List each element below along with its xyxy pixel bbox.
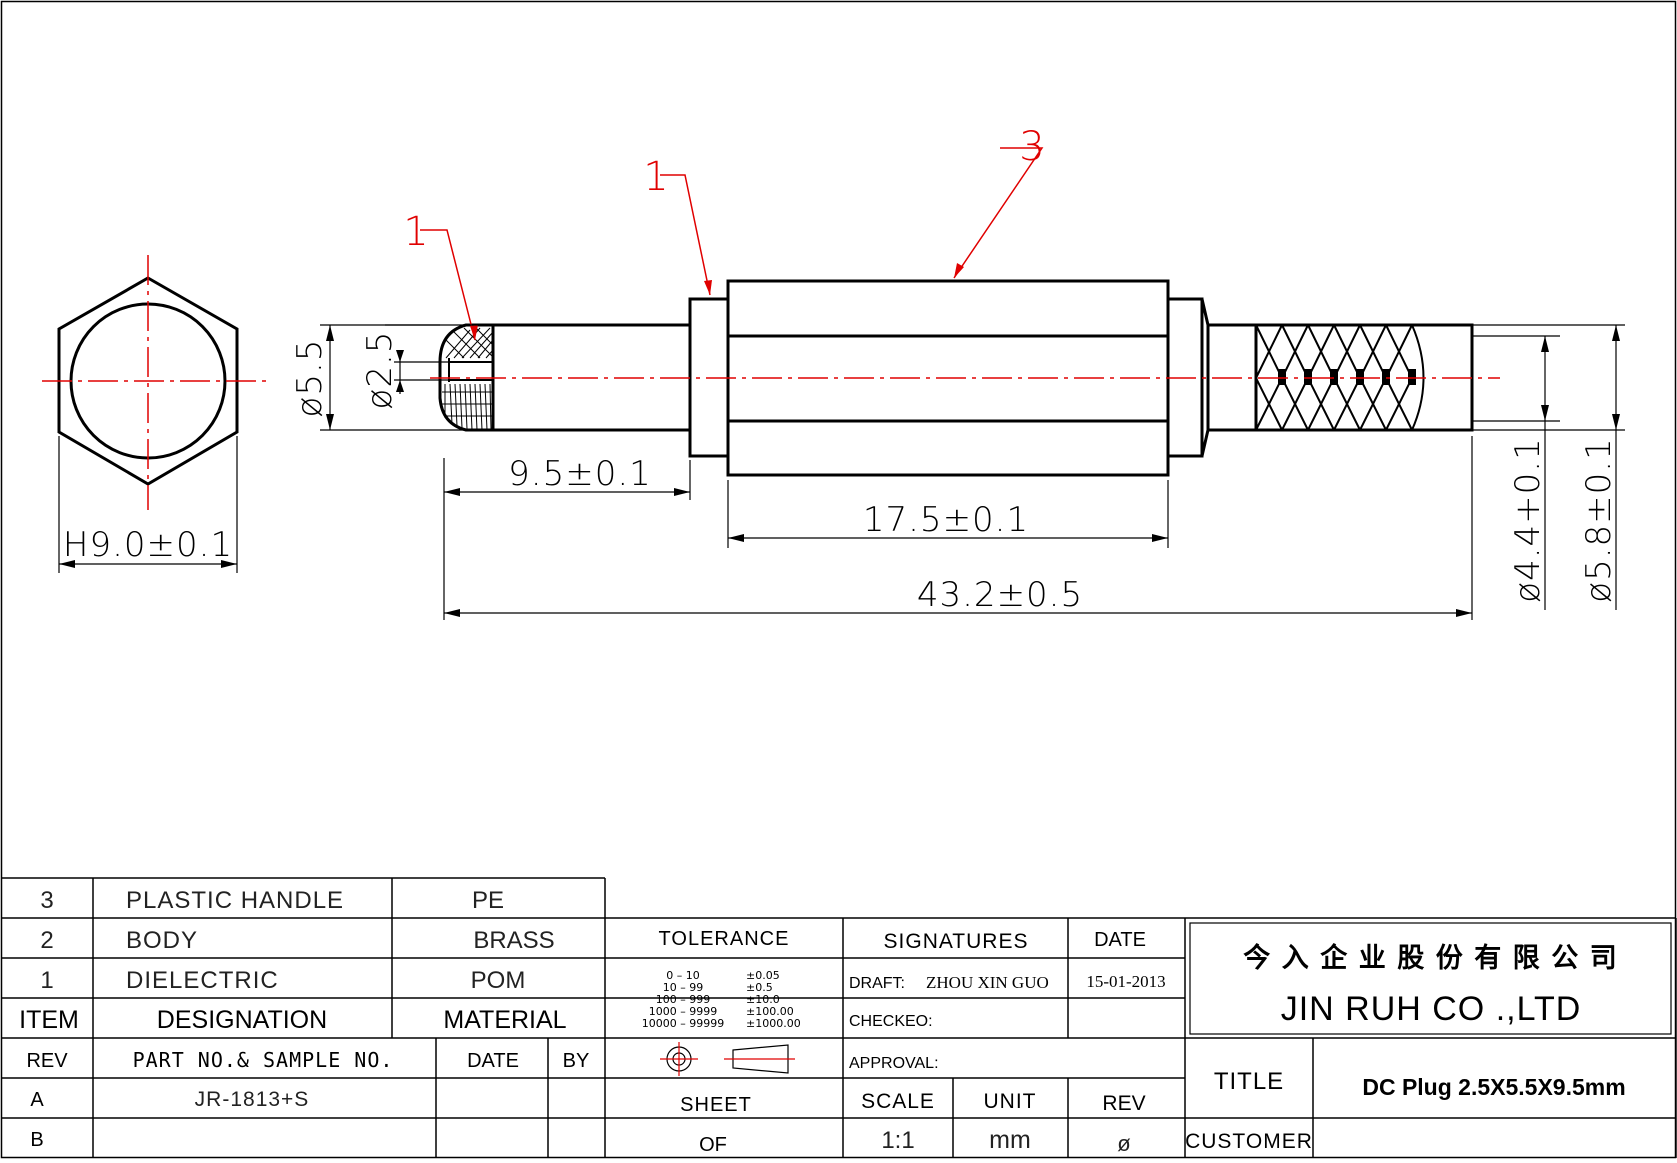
dia-outer-dim: ø5.5 bbox=[290, 339, 330, 418]
of-label: OF bbox=[699, 1134, 727, 1156]
tol-range-3: 1000 – 9999 bbox=[649, 1005, 717, 1018]
rev-header-rev: REV bbox=[26, 1050, 68, 1072]
tol-range-0: 0 – 10 bbox=[666, 969, 700, 982]
rev-row-a-part: JR-1813+S bbox=[195, 1088, 310, 1111]
title-block-grid bbox=[1, 877, 1677, 1158]
checked-label: CHECKEO: bbox=[849, 1013, 933, 1030]
approval-label: APPROVAL: bbox=[849, 1055, 939, 1072]
company-block: 今 入 企 业 股 份 有 限 公 司 JIN RUH CO .,LTD TIT… bbox=[1185, 942, 1626, 1153]
bom-row-2-designation: BODY bbox=[126, 927, 198, 954]
signature-block: SIGNATURES DATE DRAFT: ZHOU XIN GUO 15-0… bbox=[849, 929, 1166, 1156]
draft-name: ZHOU XIN GUO bbox=[926, 973, 1049, 992]
tolerance-block: TOLERANCE 0 – 10 ±0.05 10 – 99 ±0.5 100 … bbox=[642, 928, 801, 1156]
revision-table: REV PART NO.& SAMPLE NO. DATE BY A JR-18… bbox=[26, 1048, 589, 1151]
tip-hatch-top bbox=[445, 327, 494, 359]
hex-end-view bbox=[42, 255, 266, 573]
bom-row-1-designation: DIELECTRIC bbox=[126, 967, 279, 994]
bom-row-3-designation: PLASTIC HANDLE bbox=[126, 887, 344, 914]
unit-value: mm bbox=[989, 1126, 1031, 1154]
draft-label: DRAFT: bbox=[849, 975, 905, 992]
tol-value-4: ±1000.00 bbox=[746, 1017, 801, 1030]
len-body-dim: 17.5±0.1 bbox=[863, 500, 1029, 540]
unit-label: UNIT bbox=[984, 1090, 1037, 1113]
scale-label: SCALE bbox=[861, 1090, 935, 1113]
rev-header-by: BY bbox=[563, 1050, 590, 1072]
rev-value: ø bbox=[1117, 1131, 1130, 1156]
bom-table: 3 PLASTIC HANDLE PE 2 BODY BRASS 1 DIELE… bbox=[19, 887, 567, 1034]
bom-row-2-item: 2 bbox=[40, 927, 53, 954]
customer-label: CUSTOMER bbox=[1185, 1130, 1313, 1153]
tol-range-1: 10 – 99 bbox=[663, 981, 704, 994]
rev-label: REV bbox=[1102, 1092, 1145, 1115]
dia-handle-outer-dim: ø5.8±0.1 bbox=[1579, 437, 1619, 602]
tolerance-title: TOLERANCE bbox=[659, 928, 790, 950]
sheet-label: SHEET bbox=[680, 1094, 752, 1116]
rev-row-b-rev: B bbox=[30, 1129, 43, 1151]
scale-value: 1:1 bbox=[881, 1127, 914, 1154]
tip-hatch-bottom bbox=[442, 383, 493, 431]
rev-header-date: DATE bbox=[467, 1050, 519, 1072]
len-total-dim: 43.2±0.5 bbox=[917, 575, 1083, 615]
draft-date: 15-01-2013 bbox=[1086, 972, 1165, 991]
tol-value-2: ±10.0 bbox=[746, 993, 780, 1006]
bom-row-3-material: PE bbox=[472, 887, 504, 914]
bom-row-1-material: POM bbox=[471, 967, 526, 994]
title-value: DC Plug 2.5X5.5X9.5mm bbox=[1362, 1074, 1625, 1100]
tol-range-4: 10000 – 99999 bbox=[642, 1017, 724, 1030]
company-name-en: JIN RUH CO .,LTD bbox=[1281, 990, 1582, 1028]
signatures-date-title: DATE bbox=[1094, 929, 1146, 951]
len-tip-dim: 9.5±0.1 bbox=[508, 454, 652, 494]
bom-header-item: ITEM bbox=[19, 1006, 79, 1034]
plug-side-view bbox=[430, 279, 1500, 477]
bom-row-2-material: BRASS bbox=[473, 927, 554, 954]
bom-row-1-item: 1 bbox=[40, 967, 53, 994]
balloon-3: 3 bbox=[1019, 124, 1044, 170]
dia-handle-inner-dim: ø4.4+0.1 bbox=[1508, 437, 1548, 602]
left-dia-dims bbox=[320, 324, 490, 431]
balloon-1b: 1 bbox=[643, 154, 668, 200]
company-name-cn: 今 入 企 业 股 份 有 限 公 司 bbox=[1243, 942, 1619, 973]
tol-range-2: 100 – 999 bbox=[656, 993, 710, 1006]
projection-symbol-icon bbox=[660, 1042, 795, 1076]
hex-outline bbox=[57, 276, 239, 486]
hex-width-dim: H9.0±0.1 bbox=[63, 525, 233, 565]
right-dia-dims bbox=[1472, 324, 1625, 610]
dia-inner-dim: ø2.5 bbox=[360, 331, 400, 410]
rev-row-a-rev: A bbox=[30, 1089, 44, 1111]
rev-header-part: PART NO.& SAMPLE NO. bbox=[133, 1048, 394, 1072]
bom-row-3-item: 3 bbox=[40, 887, 53, 914]
tol-value-3: ±100.00 bbox=[746, 1005, 794, 1018]
length-dims bbox=[443, 436, 1473, 620]
signatures-title: SIGNATURES bbox=[884, 930, 1029, 953]
title-label: TITLE bbox=[1214, 1068, 1284, 1095]
tol-value-1: ±0.5 bbox=[746, 981, 773, 994]
tol-value-0: ±0.05 bbox=[746, 969, 780, 982]
balloon-1a: 1 bbox=[403, 209, 428, 255]
bom-header-material: MATERIAL bbox=[443, 1006, 566, 1034]
balloon-leaders bbox=[420, 147, 1044, 341]
bom-header-designation: DESIGNATION bbox=[157, 1006, 327, 1034]
